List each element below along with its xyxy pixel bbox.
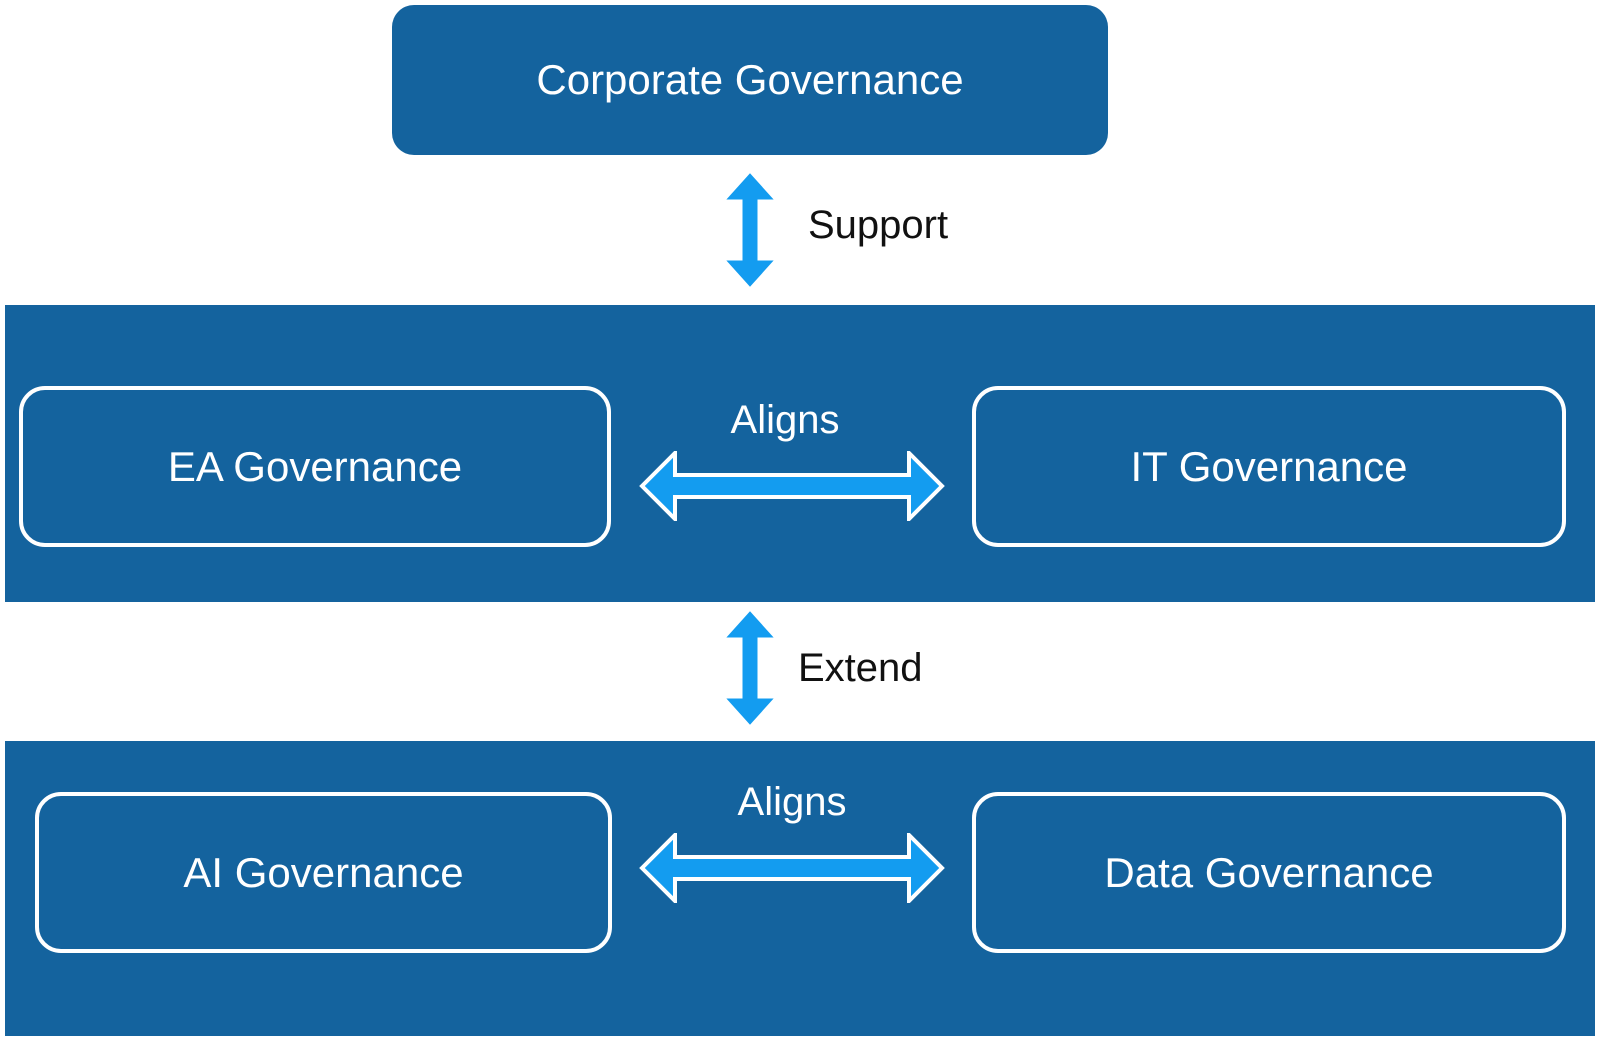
extend-label: Extend — [798, 646, 923, 690]
aligns-label-top: Aligns — [730, 398, 840, 442]
corporate-governance-box: Corporate Governance — [392, 5, 1108, 155]
ea-governance-box: EA Governance — [19, 386, 611, 547]
ea-governance-label: EA Governance — [167, 442, 463, 490]
support-label: Support — [808, 203, 949, 247]
data-governance-label: Data Governance — [1104, 848, 1434, 896]
it-governance-label: IT Governance — [1130, 442, 1408, 490]
ea-it-governance-band: EA Governance Aligns IT Governance — [5, 305, 1595, 602]
aligns-double-arrow-icon-top — [639, 451, 945, 521]
aligns-double-arrow-icon-bottom — [639, 833, 945, 903]
ai-data-governance-band: AI Governance Aligns Data Governance — [5, 741, 1595, 1036]
ai-governance-label: AI Governance — [183, 848, 464, 896]
corporate-governance-label: Corporate Governance — [536, 56, 964, 103]
extend-double-arrow-icon — [721, 607, 779, 729]
data-governance-box: Data Governance — [972, 792, 1566, 953]
ai-governance-box: AI Governance — [35, 792, 612, 953]
it-governance-box: IT Governance — [972, 386, 1566, 547]
support-double-arrow-icon — [721, 169, 779, 291]
aligns-label-bottom: Aligns — [737, 780, 847, 824]
